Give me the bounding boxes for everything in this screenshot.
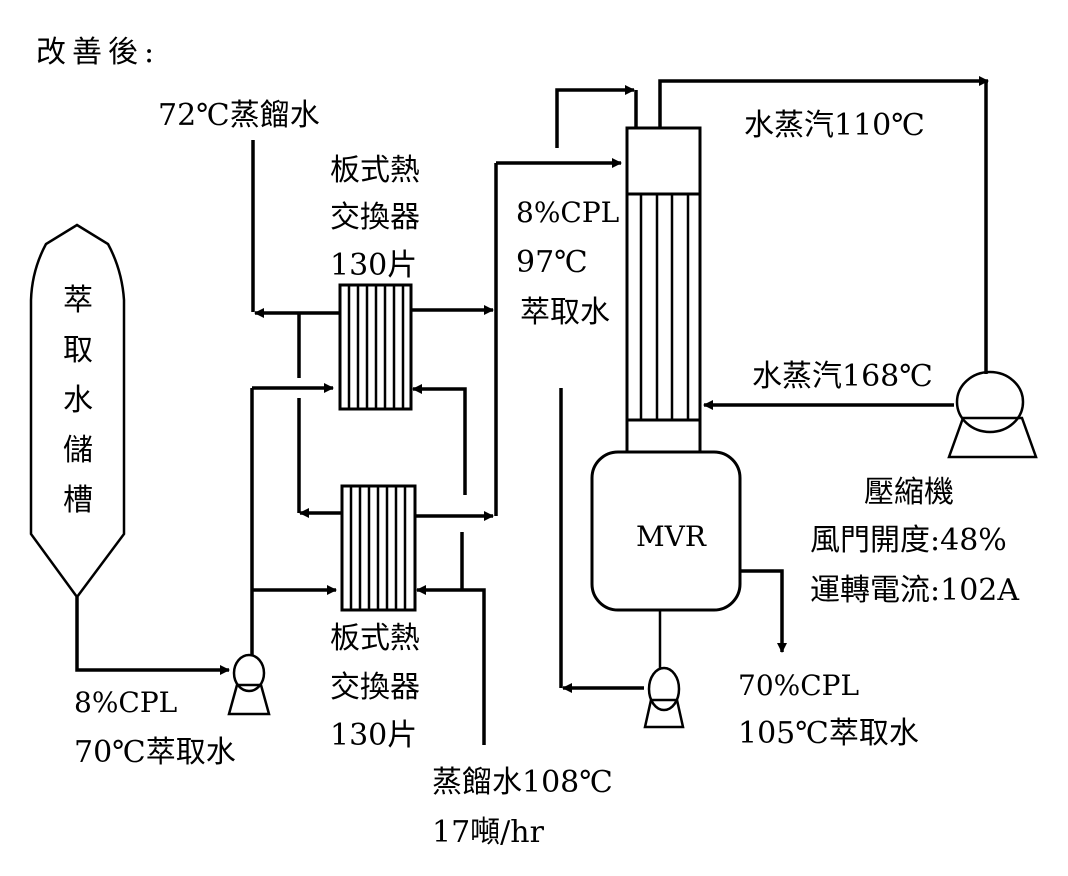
- hx-bottom-label-3: 130片: [330, 718, 417, 753]
- plate-heat-exchanger-bottom: [340, 484, 417, 612]
- product-label-concentration: 70%CPL: [738, 669, 859, 702]
- extraction-water-storage-tank: 萃 取 水 儲 槽: [29, 223, 126, 600]
- hx-bottom-label-2: 交換器: [330, 670, 420, 705]
- compressor-icon: [947, 370, 1038, 459]
- feed-pump-icon: [227, 653, 271, 716]
- hx-bottom-to-top-hot-link-upper: [412, 384, 467, 495]
- tank-label-char-2: 取: [63, 333, 93, 368]
- distilled-flow-label: 17噸/hr: [432, 815, 545, 850]
- feed-label-temperature: 70℃萃取水: [74, 735, 236, 770]
- tank-label-char-3: 水: [63, 383, 93, 418]
- mvr-label: MVR: [636, 520, 707, 553]
- tank-label-char-1: 萃: [63, 283, 93, 318]
- hx-bottom-label-1: 板式熱: [330, 621, 420, 656]
- mvr-vessel: [590, 450, 742, 612]
- plate-heat-exchanger-top: [338, 283, 413, 411]
- preheated-label-concentration: 8%CPL: [516, 196, 619, 229]
- feed-label-concentration: 8%CPL: [74, 686, 177, 719]
- compressor-name: 壓縮機: [864, 475, 954, 510]
- hx-top-label-3: 130片: [330, 248, 417, 283]
- tank-label-char-4: 儲: [63, 433, 93, 468]
- diagram-title: 改善後:: [36, 35, 160, 70]
- distilled-108c-label: 蒸餾水108℃: [432, 765, 613, 800]
- evaporator-column: [625, 126, 702, 454]
- product-label-temperature: 105℃萃取水: [738, 716, 919, 751]
- tank-label-char-5: 槽: [63, 483, 93, 518]
- hx-top-label-2: 交換器: [330, 200, 420, 235]
- steam-168c-label: 水蒸汽168℃: [752, 359, 933, 394]
- tank-outlet-pipe: [75, 597, 230, 675]
- hx-top-label-1: 板式熱: [330, 153, 420, 188]
- preheated-label-temperature: 97℃: [516, 245, 588, 280]
- distilled-108c-inlet-pipe: [416, 585, 486, 745]
- recirculation-pipe-upper: [555, 85, 635, 148]
- compressor-damper-opening: 風門開度:48%: [810, 523, 1007, 558]
- steam-110c-label: 水蒸汽110℃: [744, 108, 925, 143]
- circulation-pump-icon: [643, 666, 685, 729]
- product-outlet-pipe: [741, 569, 787, 653]
- distilled-water-72c-label: 72℃蒸餾水: [158, 98, 320, 133]
- compressor-operating-current: 運轉電流:102A: [810, 573, 1019, 608]
- preheated-label-medium: 萃取水: [520, 295, 610, 330]
- steam-110c-pipe: [658, 76, 989, 128]
